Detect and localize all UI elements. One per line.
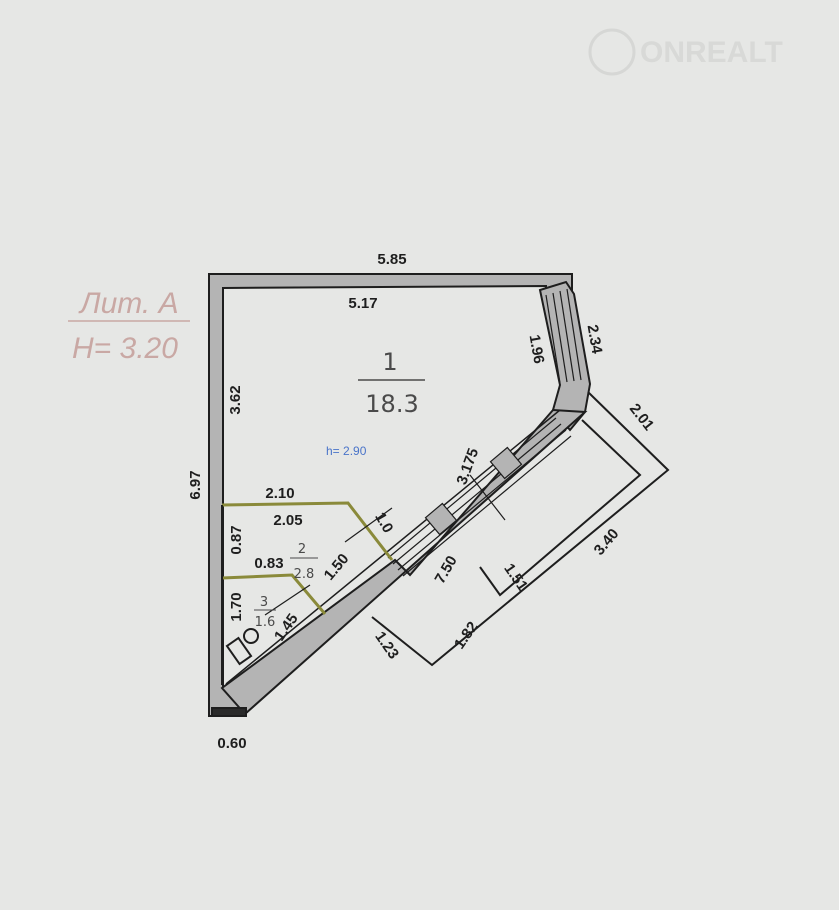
dim-diag-short: 7.50	[431, 553, 460, 587]
balcony-outline	[371, 391, 670, 667]
dim-bottom-wall: 0.60	[217, 735, 246, 752]
dim-left-inner: 3.62	[227, 385, 244, 414]
watermark-logo: ONREALT	[588, 28, 783, 76]
room-height: h= 2.90	[326, 444, 367, 458]
watermark-text: ONREALT	[640, 36, 783, 69]
dim-partition-outer: 2.10	[265, 485, 294, 502]
window-right	[545, 288, 582, 384]
dim-room3-height: 1.70	[228, 592, 245, 621]
room-2-label: 2 2.8	[290, 542, 318, 582]
partitions	[221, 501, 394, 685]
dim-top-inner: 5.17	[348, 295, 377, 312]
liter-name: Лит. А	[78, 287, 179, 320]
liter-height: H= 3.20	[72, 332, 178, 365]
dim-stair-width: 3.175	[453, 446, 482, 487]
dim-left-outer: 6.97	[187, 470, 204, 499]
dim-partition-inner: 2.05	[273, 512, 302, 529]
dim-right-inner: 1.96	[526, 333, 548, 365]
dim-balcony-end: 1.23	[371, 629, 402, 663]
dim-balcony-bottom: 1.82	[451, 619, 482, 653]
dim-room2-door: 1.0	[371, 509, 396, 536]
room-number: 2	[298, 542, 306, 557]
room-3-label: 3 1.6	[254, 595, 276, 630]
dim-balcony-side: 2.01	[626, 400, 657, 433]
dim-top-outer: 5.85	[377, 251, 406, 268]
dim-partition-height: 0.87	[228, 525, 245, 554]
outer-walls	[208, 273, 592, 717]
room-1-label: 1 18.3 h= 2.90	[326, 348, 425, 458]
toilet-icon	[225, 628, 259, 666]
room-number: 1	[382, 348, 397, 376]
liter-label: Лит. А H= 3.20	[68, 287, 190, 365]
window-diagonal	[387, 417, 572, 577]
room-area: 2.8	[294, 567, 315, 582]
dim-room2-width: 0.83	[254, 555, 283, 572]
dim-room2-diag: 1.50	[321, 550, 353, 583]
dim-balcony-inner: 1.51	[500, 561, 531, 595]
room-number: 3	[260, 595, 268, 610]
dim-right-outer: 2.34	[584, 323, 606, 355]
room-area: 18.3	[365, 390, 418, 418]
room-area: 1.6	[255, 615, 276, 630]
